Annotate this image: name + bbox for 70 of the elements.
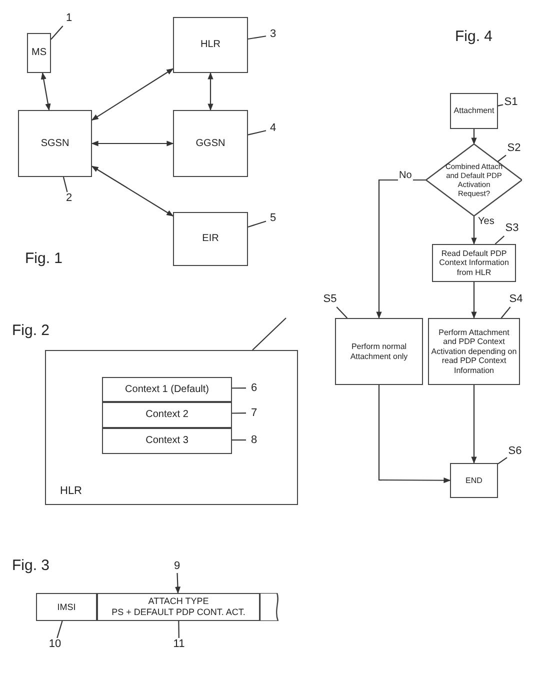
network-box: EIR <box>173 212 248 266</box>
leader-line <box>231 439 246 441</box>
register-label: HLR <box>60 484 82 498</box>
figure-label: Fig. 3 <box>12 557 50 574</box>
leader-line <box>248 220 266 228</box>
process-box: Attachment <box>450 93 498 129</box>
callout-number: 5 <box>266 212 280 226</box>
leader-line <box>494 236 505 244</box>
leader-line <box>178 621 180 638</box>
process-box: END <box>450 463 498 498</box>
context-row: Context 1 (Default) <box>102 377 232 402</box>
register-box <box>45 350 298 505</box>
arrow <box>471 385 477 464</box>
network-box: HLR <box>173 17 248 73</box>
leader-line <box>56 620 63 638</box>
edge-label: Yes <box>477 216 496 227</box>
record-field: IMSI <box>36 593 97 621</box>
network-box: GGSN <box>173 110 248 177</box>
arrow <box>91 166 174 216</box>
arrow <box>471 282 477 319</box>
arrow <box>91 68 174 121</box>
process-box: Read Default PDP Context Information from HLR <box>432 244 516 282</box>
step-label: S6 <box>507 445 523 459</box>
arrow <box>378 385 451 484</box>
leader-line <box>336 306 348 318</box>
arrow <box>40 72 51 111</box>
leader-line <box>62 176 68 192</box>
leader-line <box>498 457 508 464</box>
arrow <box>376 179 426 319</box>
callout-number: 9 <box>170 560 184 573</box>
edge-label: No <box>398 170 413 181</box>
field-text: ATTACH TYPE <box>148 596 209 607</box>
step-label: S3 <box>504 222 520 236</box>
callout-number: 8 <box>247 434 261 448</box>
station-box: MS <box>27 33 51 73</box>
callout-number: 4 <box>266 122 280 136</box>
leader-line <box>252 318 286 350</box>
figure-label: Fig. 2 <box>12 322 50 339</box>
step-label: S4 <box>508 293 524 307</box>
callout-number: 3 <box>266 28 280 42</box>
callout-number: 7 <box>247 407 261 421</box>
network-box: SGSN <box>18 110 92 177</box>
leader-line <box>231 388 246 389</box>
callout-number: 10 <box>47 638 63 652</box>
arrow <box>208 72 214 111</box>
leader-line <box>500 306 511 318</box>
callout-number: 6 <box>247 382 261 396</box>
arrow <box>91 140 174 146</box>
arrow <box>174 572 181 594</box>
leader-line <box>497 154 506 162</box>
leader-line <box>498 104 504 106</box>
leader-line <box>231 412 246 414</box>
context-row: Context 3 <box>102 428 232 454</box>
step-label: S2 <box>506 142 522 156</box>
callout-number: 2 <box>62 192 76 206</box>
process-box: Perform normal Attachment only <box>335 318 423 385</box>
field-text: PS + DEFAULT PDP CONT. ACT. <box>112 607 246 618</box>
leader-line <box>50 26 64 40</box>
callout-number: 1 <box>62 12 76 26</box>
leader-line <box>248 130 266 136</box>
arrow <box>471 129 477 145</box>
process-box: Perform Attachment and PDP Context Activation depending on read PDP Context Information <box>428 318 520 385</box>
step-label: S1 <box>503 96 519 110</box>
callout-number: 11 <box>171 638 187 652</box>
figure-label: Fig. 4 <box>455 28 493 45</box>
leader-line <box>248 36 266 40</box>
figure-label: Fig. 1 <box>25 250 63 267</box>
step-label: S5 <box>322 293 338 307</box>
context-row: Context 2 <box>102 402 232 428</box>
arrow <box>471 216 477 245</box>
